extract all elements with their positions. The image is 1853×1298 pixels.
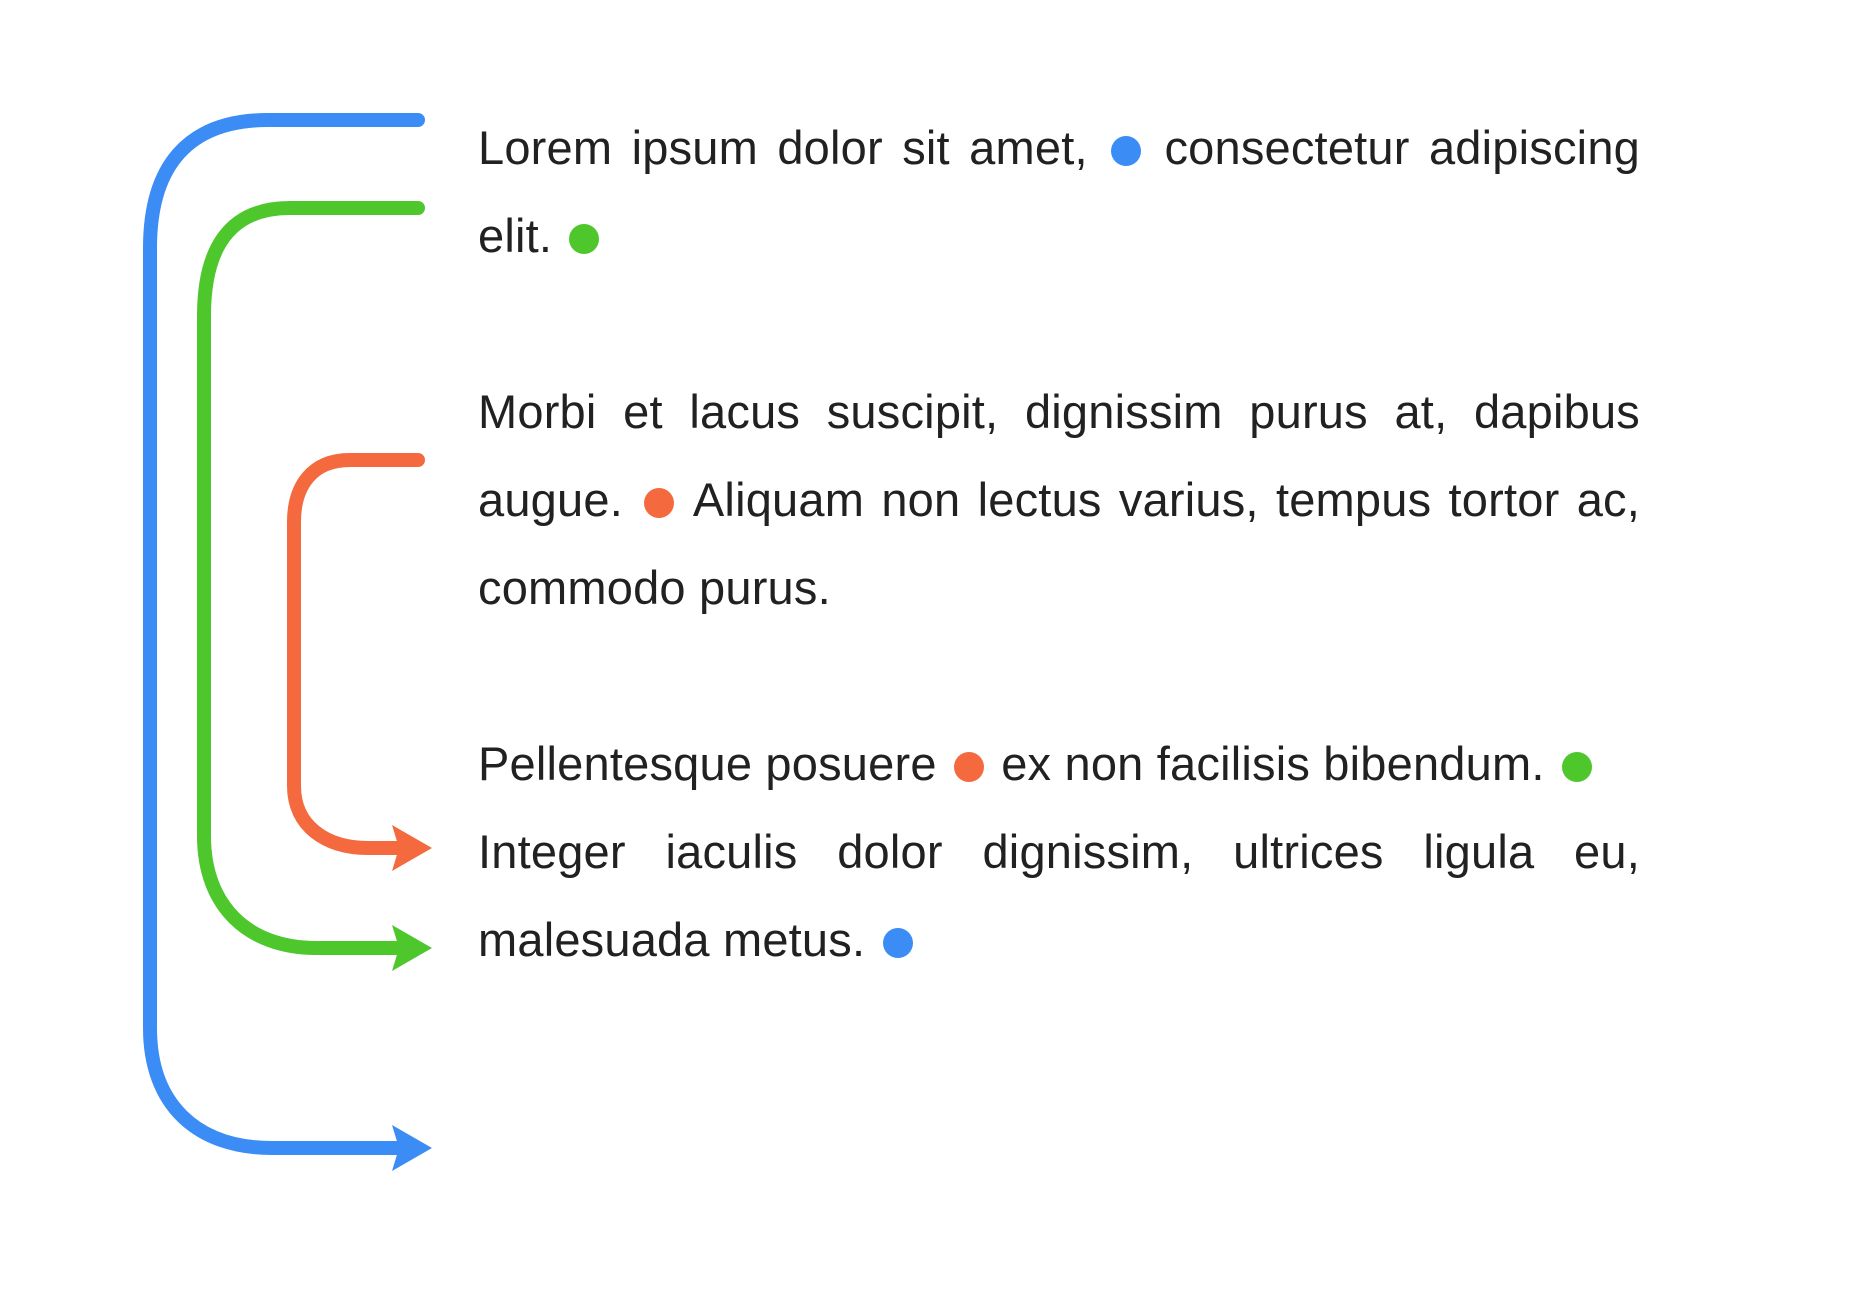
text-run: Integer iaculis dolor dignissim, ultrice… (478, 825, 1640, 966)
text-run: Aliquam non lectus varius, tempus tortor… (478, 473, 1640, 614)
arrow-blue-path (143, 113, 425, 1155)
arrow-orange-head (392, 825, 432, 871)
orange-dot-marker-icon (644, 488, 675, 518)
green-dot-marker-icon (569, 224, 600, 254)
blue-dot-marker-icon (882, 928, 913, 958)
arrow-blue (143, 113, 432, 1171)
arrow-green (197, 201, 432, 971)
arrow-orange (287, 453, 432, 871)
arrow-green-path (197, 201, 425, 955)
orange-dot-marker-icon (953, 752, 984, 782)
text-block: Lorem ipsum dolor sit amet, consectetur … (478, 104, 1640, 984)
paragraph-1: Lorem ipsum dolor sit amet, consectetur … (478, 104, 1640, 280)
blue-dot-marker-icon (1111, 136, 1142, 166)
arrow-green-head (392, 925, 432, 971)
text-run: Lorem ipsum dolor sit amet, (478, 121, 1108, 174)
text-run: ex non facilisis bibendum. (987, 737, 1558, 790)
text-run: consectetur adipiscing elit. (478, 121, 1640, 262)
paragraph-2: Morbi et lacus suscipit, dignissim purus… (478, 368, 1640, 632)
paragraph-3: Pellentesque posuere ex non facilisis bi… (478, 720, 1640, 808)
paragraph-4: Integer iaculis dolor dignissim, ultrice… (478, 808, 1640, 984)
arrow-orange-path (287, 453, 425, 855)
text-run: Pellentesque posuere (478, 737, 950, 790)
arrow-blue-head (392, 1125, 432, 1171)
green-dot-marker-icon (1561, 752, 1592, 782)
text-run: Morbi et lacus suscipit, dignissim purus… (478, 385, 1640, 526)
